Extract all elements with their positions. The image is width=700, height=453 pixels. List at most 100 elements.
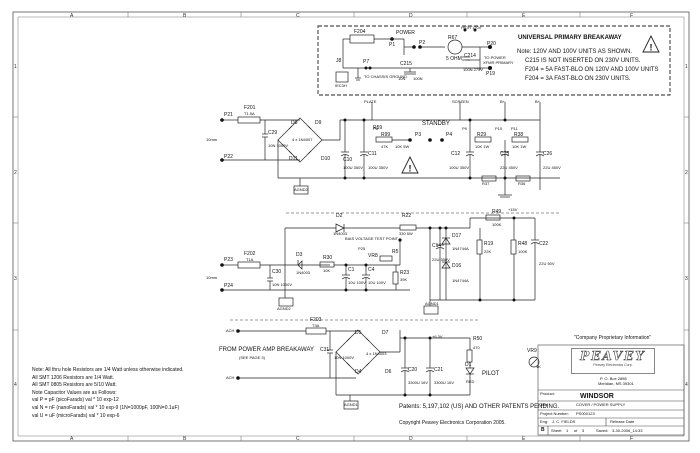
label-r49: R49 bbox=[492, 209, 502, 215]
label-d16: D16 bbox=[452, 263, 462, 269]
release-label: Release Date bbox=[610, 419, 635, 424]
label-c215-val-a: 10N bbox=[398, 76, 406, 81]
note-line: All SMT 1206 Resistors are 1/4 Watt. bbox=[32, 374, 114, 381]
label-c214: C214 bbox=[464, 53, 476, 59]
label-vr8: VR8 bbox=[368, 253, 378, 259]
label-d2: D2 bbox=[336, 213, 343, 219]
zone-left-1: 1 bbox=[14, 64, 17, 70]
label-r30: R30 bbox=[323, 255, 333, 261]
label-c29: C29 bbox=[268, 130, 278, 136]
label-d17: D17 bbox=[452, 233, 462, 239]
label-r5: R5 bbox=[392, 249, 399, 255]
product-label: Product: bbox=[540, 391, 555, 396]
label-c31-val: 10N 1000V bbox=[334, 355, 355, 360]
label-c20-val: 3300U 16V bbox=[408, 380, 429, 385]
label-ach-a: ACH bbox=[226, 328, 235, 333]
label-f202-val: T1A bbox=[246, 257, 254, 262]
label-p9: P9 bbox=[462, 126, 467, 131]
address-line-2: Meridian, MS 39301 bbox=[598, 381, 634, 386]
label-r59: R59 bbox=[373, 125, 383, 131]
breakaway-note-1: Note: 120V AND 100V UNITS AS SHOWN. bbox=[517, 49, 633, 55]
zone-right-4: 4 bbox=[685, 382, 688, 388]
note-line: Note: All thru hole Resistors are 1/4 Wa… bbox=[32, 367, 184, 373]
label-c30: C30 bbox=[272, 269, 282, 275]
proprietary-text: "Company Proprietary Information" bbox=[574, 335, 652, 341]
label-power: POWER bbox=[396, 30, 415, 36]
company-logo: PEAVEY Peavey Electronics Corp. bbox=[571, 348, 655, 374]
label-p1: P1 bbox=[389, 42, 396, 48]
label-c4-val: 10U 100V bbox=[368, 280, 386, 285]
title-block-grid bbox=[537, 344, 685, 436]
label-r29: R29 bbox=[477, 132, 487, 138]
label-r50: R50 bbox=[473, 336, 483, 342]
svg-text:!: ! bbox=[650, 43, 653, 53]
project-label: Project Number: bbox=[540, 411, 569, 416]
label-r23: R23 bbox=[400, 270, 410, 276]
label-c22-val: 22U 50V bbox=[539, 261, 555, 266]
label-d8: D8 bbox=[291, 120, 298, 126]
copyright-text: Copyright Peavey Electronics Corporation… bbox=[399, 420, 506, 426]
label-wire-2: 10mm bbox=[206, 275, 218, 280]
label-r67: R67 bbox=[448, 35, 458, 41]
label-c25: C25 bbox=[500, 151, 510, 157]
supply-2-wiring bbox=[222, 214, 540, 315]
label-c31: C31 bbox=[320, 347, 330, 353]
notes-block: Note: All thru hole Resistors are 1/4 Wa… bbox=[32, 367, 232, 420]
breakaway-title: UNIVERSAL PRIMARY BREAKAWAY bbox=[518, 35, 622, 41]
label-d17-val: 1N4744A bbox=[452, 246, 469, 251]
label-r67-val: 5 OHM bbox=[446, 56, 462, 62]
note-line: val U = uF (microFarads) val * 10 exp-6 bbox=[32, 412, 120, 419]
label-c1-val: 10U 100V bbox=[348, 280, 366, 285]
label-p7: P7 bbox=[363, 59, 370, 65]
warning-icon: ! bbox=[642, 34, 660, 53]
breakaway-box bbox=[317, 25, 671, 96]
label-c26: C26 bbox=[543, 151, 553, 157]
title-label: Title: bbox=[540, 402, 549, 407]
label-r99-val: 47K bbox=[381, 144, 389, 149]
inner-border bbox=[17, 16, 685, 437]
label-iec: IEC3H bbox=[335, 83, 347, 88]
label-red: RED bbox=[466, 379, 475, 384]
label-r19: R19 bbox=[484, 241, 494, 247]
label-from-power: FROM POWER AMP BREAKAWAY bbox=[219, 347, 315, 353]
label-d7: D7 bbox=[382, 330, 389, 336]
zone-top-e: E bbox=[522, 13, 526, 19]
label-d1: D1 bbox=[465, 362, 472, 368]
label-c25-val: 22U 450V bbox=[500, 165, 518, 170]
label-c26-val: 22U 450V bbox=[543, 165, 561, 170]
zone-top-b: B bbox=[183, 13, 187, 19]
label-v15: +15V bbox=[508, 207, 518, 212]
zone-bottom-c: C bbox=[296, 436, 300, 442]
supply-1-nodes bbox=[220, 118, 507, 180]
zone-right-1: 1 bbox=[685, 64, 688, 70]
label-r37: R37 bbox=[482, 181, 490, 186]
zone-left-2: 2 bbox=[14, 170, 17, 176]
label-p20: P20 bbox=[487, 41, 496, 47]
label-bplus-1: B+ bbox=[500, 99, 506, 104]
label-r59-val: 10K 5W bbox=[395, 144, 410, 149]
logo-text: PEAVEY bbox=[580, 349, 646, 364]
label-p24: P24 bbox=[224, 283, 233, 289]
label-plate: PLATE bbox=[364, 99, 377, 104]
of-value: 3 bbox=[582, 428, 585, 433]
label-r38: R38 bbox=[514, 132, 524, 138]
label-f203-val: T3A bbox=[312, 323, 320, 328]
sheet-border bbox=[12, 11, 690, 442]
zone-bottom-f: F bbox=[630, 436, 634, 442]
label-p3: P3 bbox=[415, 132, 422, 138]
label-r23-val: 39K bbox=[400, 277, 408, 282]
zone-left-4: 4 bbox=[14, 382, 17, 388]
label-d2-val: 1N4003 bbox=[333, 231, 348, 236]
label-c12: C12 bbox=[451, 151, 461, 157]
zone-right-2: 2 bbox=[685, 170, 688, 176]
note-line: val N = nF (nanoFarads) val * 10 exp-9 (… bbox=[32, 404, 180, 411]
patents-text: Patents: 5,197,102 (US) AND OTHER PATENT… bbox=[399, 404, 560, 410]
supply-2-nodes bbox=[220, 216, 516, 302]
supply-3-wiring bbox=[238, 327, 540, 410]
label-screen: SCREEN bbox=[452, 99, 469, 104]
zone-bottom-d: D bbox=[409, 436, 413, 442]
eng-value: J. C. FIELDS bbox=[552, 419, 576, 424]
label-gnd-3: AGND1 bbox=[425, 301, 439, 306]
label-p4: P4 bbox=[446, 132, 453, 138]
